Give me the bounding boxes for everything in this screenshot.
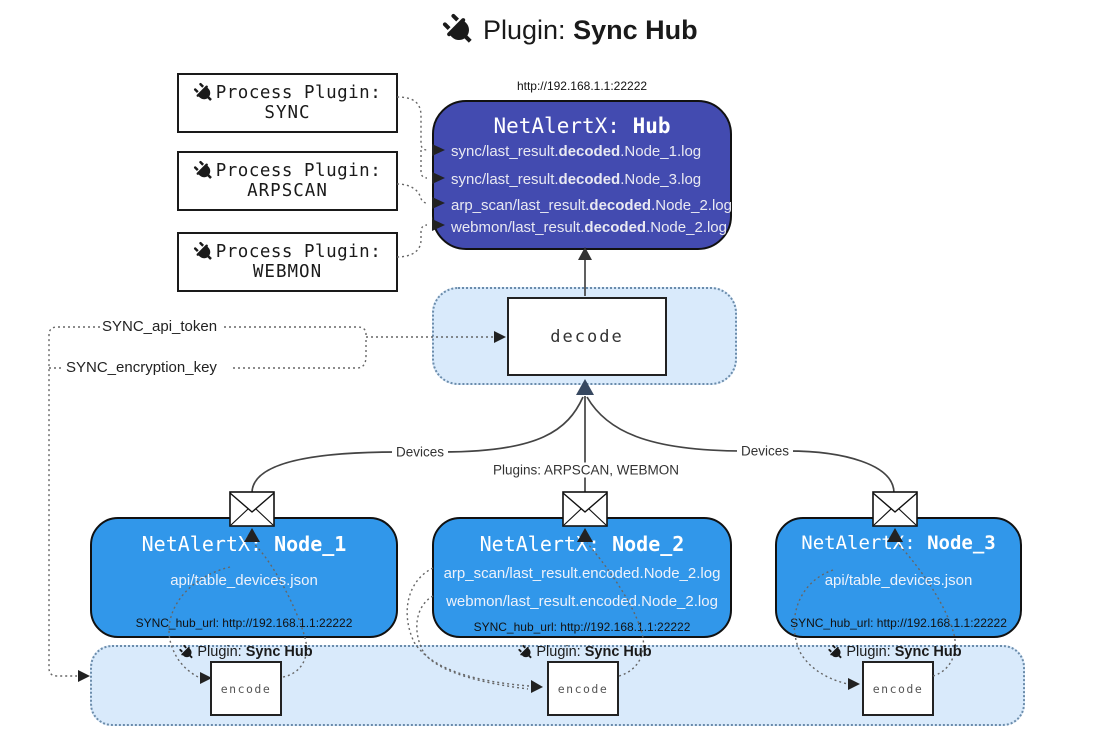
plug-icon: [193, 160, 212, 179]
plug-icon: [193, 241, 212, 260]
process-plugin-name: WEBMON: [252, 262, 323, 282]
edge-arpscan-to-hub: [396, 183, 428, 204]
edge-sync-to-hub: [396, 96, 428, 151]
node-box-node-2: NetAlertX: Node_2 arp_scan/last_result.e…: [432, 517, 732, 638]
edge-sync-to-hub-2: [420, 150, 428, 179]
node-hub-url: SYNC_hub_url: http://192.168.1.1:22222: [135, 616, 353, 630]
process-plugin-box-arpscan: Process Plugin: ARPSCAN: [177, 151, 398, 211]
band-plugin-label: Plugin: Sync Hub: [179, 644, 313, 660]
arrowhead: [78, 670, 90, 682]
hub-log-line: webmon/last_result.decoded.Node_2.log: [451, 219, 727, 236]
hub-box: NetAlertX: Hub sync/last_result.decoded.…: [432, 100, 732, 250]
process-plugin-name: SYNC: [264, 103, 311, 123]
setting-sync-encryption-key: SYNC_encryption_key: [66, 359, 217, 376]
encode-box: encode: [862, 661, 934, 716]
encode-box: encode: [210, 661, 282, 716]
plug-icon: [828, 644, 842, 658]
setting-sync-api-token: SYNC_api_token: [102, 318, 218, 335]
band-plugin-label: Plugin: Sync Hub: [518, 644, 652, 660]
node-box-node-1: NetAlertX: Node_1 api/table_devices.json…: [90, 517, 398, 638]
node-hub-url: SYNC_hub_url: http://192.168.1.1:22222: [473, 620, 691, 634]
hub-log-line: sync/last_result.decoded.Node_3.log: [451, 171, 702, 188]
edge-api-token: [224, 326, 367, 337]
process-plugin-label: Process Plugin:: [215, 242, 382, 262]
hub-url: http://192.168.1.1:22222: [516, 79, 648, 93]
page-title: Plugin: Sync Hub: [442, 13, 698, 46]
process-plugin-box-webmon: Process Plugin: WEBMON: [177, 232, 398, 292]
page-title-name: Sync Hub: [573, 14, 698, 45]
hub-log-line: arp_scan/last_result.decoded.Node_2.log: [451, 197, 732, 214]
node-file: webmon/last_result.encoded.Node_2.log: [446, 593, 718, 610]
process-plugin-label: Process Plugin:: [215, 161, 382, 181]
edge-encryption-key: [233, 340, 367, 369]
hub-title: NetAlertX: Hub: [493, 114, 671, 138]
node-title: NetAlertX: Node_3: [801, 532, 996, 554]
node-hub-url: SYNC_hub_url: http://192.168.1.1:22222: [790, 616, 1007, 630]
edge-label-devices-left: Devices: [391, 444, 449, 460]
node-file: api/table_devices.json: [824, 572, 973, 589]
edge-label-devices-right: Devices: [736, 443, 794, 459]
process-plugin-label: Process Plugin:: [215, 83, 382, 103]
process-plugin-name: ARPSCAN: [247, 181, 328, 201]
plug-icon: [442, 13, 472, 43]
encode-box: encode: [547, 661, 619, 716]
page-title-prefix: Plugin:: [483, 14, 574, 45]
process-plugin-box-sync: Process Plugin: SYNC: [177, 73, 398, 133]
plug-icon: [518, 644, 532, 658]
node-box-node-3: NetAlertX: Node_3 api/table_devices.json…: [775, 517, 1022, 638]
hub-log-line: sync/last_result.decoded.Node_1.log: [451, 143, 702, 160]
node-file: api/table_devices.json: [170, 572, 318, 589]
band-plugin-label: Plugin: Sync Hub: [828, 644, 962, 660]
plug-icon: [179, 644, 193, 658]
node-file: arp_scan/last_result.encoded.Node_2.log: [443, 565, 721, 582]
node-title: NetAlertX: Node_1: [141, 532, 347, 556]
node-title: NetAlertX: Node_2: [479, 532, 685, 556]
edge-label-plugins: Plugins: ARPSCAN, WEBMON: [488, 462, 684, 478]
decode-box: decode: [507, 297, 667, 376]
edge-webmon-to-hub: [396, 224, 428, 258]
plug-icon: [193, 82, 212, 101]
